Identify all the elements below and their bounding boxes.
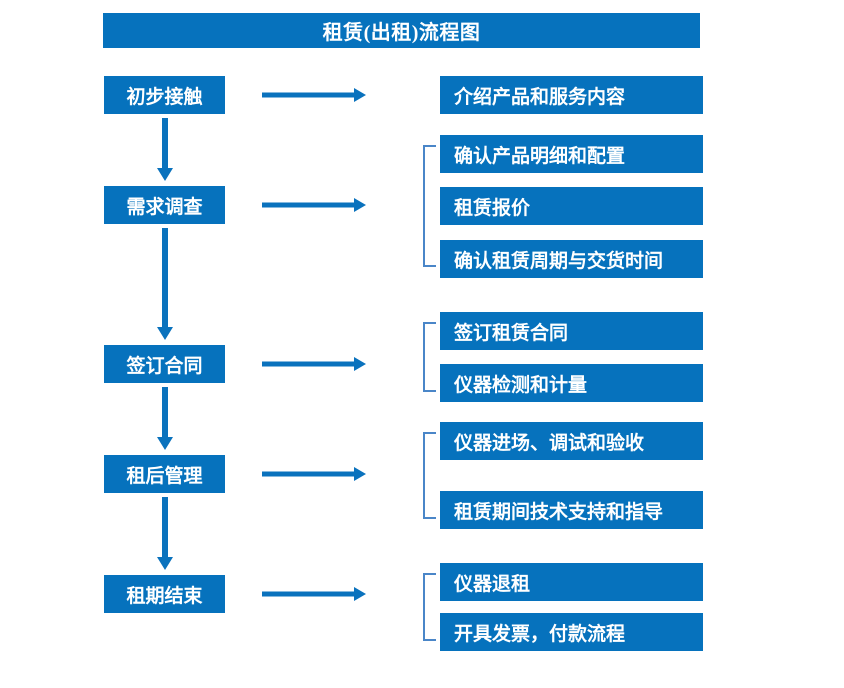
page-title: 租赁(出租)流程图 bbox=[103, 13, 700, 48]
detail-box-4-2[interactable]: 租赁期间技术支持和指导 bbox=[440, 491, 703, 529]
stage-box-1[interactable]: 初步接触 bbox=[104, 76, 225, 114]
group-bracket-4-icon bbox=[422, 432, 438, 519]
arrow-down-4-icon bbox=[155, 497, 175, 570]
group-bracket-5-icon bbox=[422, 573, 438, 641]
detail-box-1-1[interactable]: 介绍产品和服务内容 bbox=[440, 76, 703, 114]
group-bracket-3-icon bbox=[422, 322, 438, 392]
arrow-down-3-icon bbox=[155, 387, 175, 450]
stage-box-2[interactable]: 需求调查 bbox=[104, 186, 225, 224]
arrow-down-2-icon bbox=[155, 228, 175, 340]
group-bracket-2-icon bbox=[422, 145, 438, 267]
arrow-right-2-icon bbox=[262, 196, 366, 214]
arrow-right-3-icon bbox=[262, 355, 366, 373]
stage-box-4[interactable]: 租后管理 bbox=[104, 455, 225, 493]
arrow-right-1-icon bbox=[262, 86, 366, 104]
arrow-right-5-icon bbox=[262, 585, 366, 603]
detail-box-2-2[interactable]: 租赁报价 bbox=[440, 187, 703, 225]
detail-box-2-3[interactable]: 确认租赁周期与交货时间 bbox=[440, 240, 703, 278]
detail-box-3-1[interactable]: 签订租赁合同 bbox=[440, 312, 703, 350]
detail-box-5-1[interactable]: 仪器退租 bbox=[440, 563, 703, 601]
arrow-right-4-icon bbox=[262, 465, 366, 483]
detail-box-3-2[interactable]: 仪器检测和计量 bbox=[440, 364, 703, 402]
arrow-down-1-icon bbox=[155, 118, 175, 181]
detail-box-5-2[interactable]: 开具发票，付款流程 bbox=[440, 613, 703, 651]
stage-box-3[interactable]: 签订合同 bbox=[104, 345, 225, 383]
detail-box-2-1[interactable]: 确认产品明细和配置 bbox=[440, 135, 703, 173]
stage-box-5[interactable]: 租期结束 bbox=[104, 575, 225, 613]
detail-box-4-1[interactable]: 仪器进场、调试和验收 bbox=[440, 422, 703, 460]
